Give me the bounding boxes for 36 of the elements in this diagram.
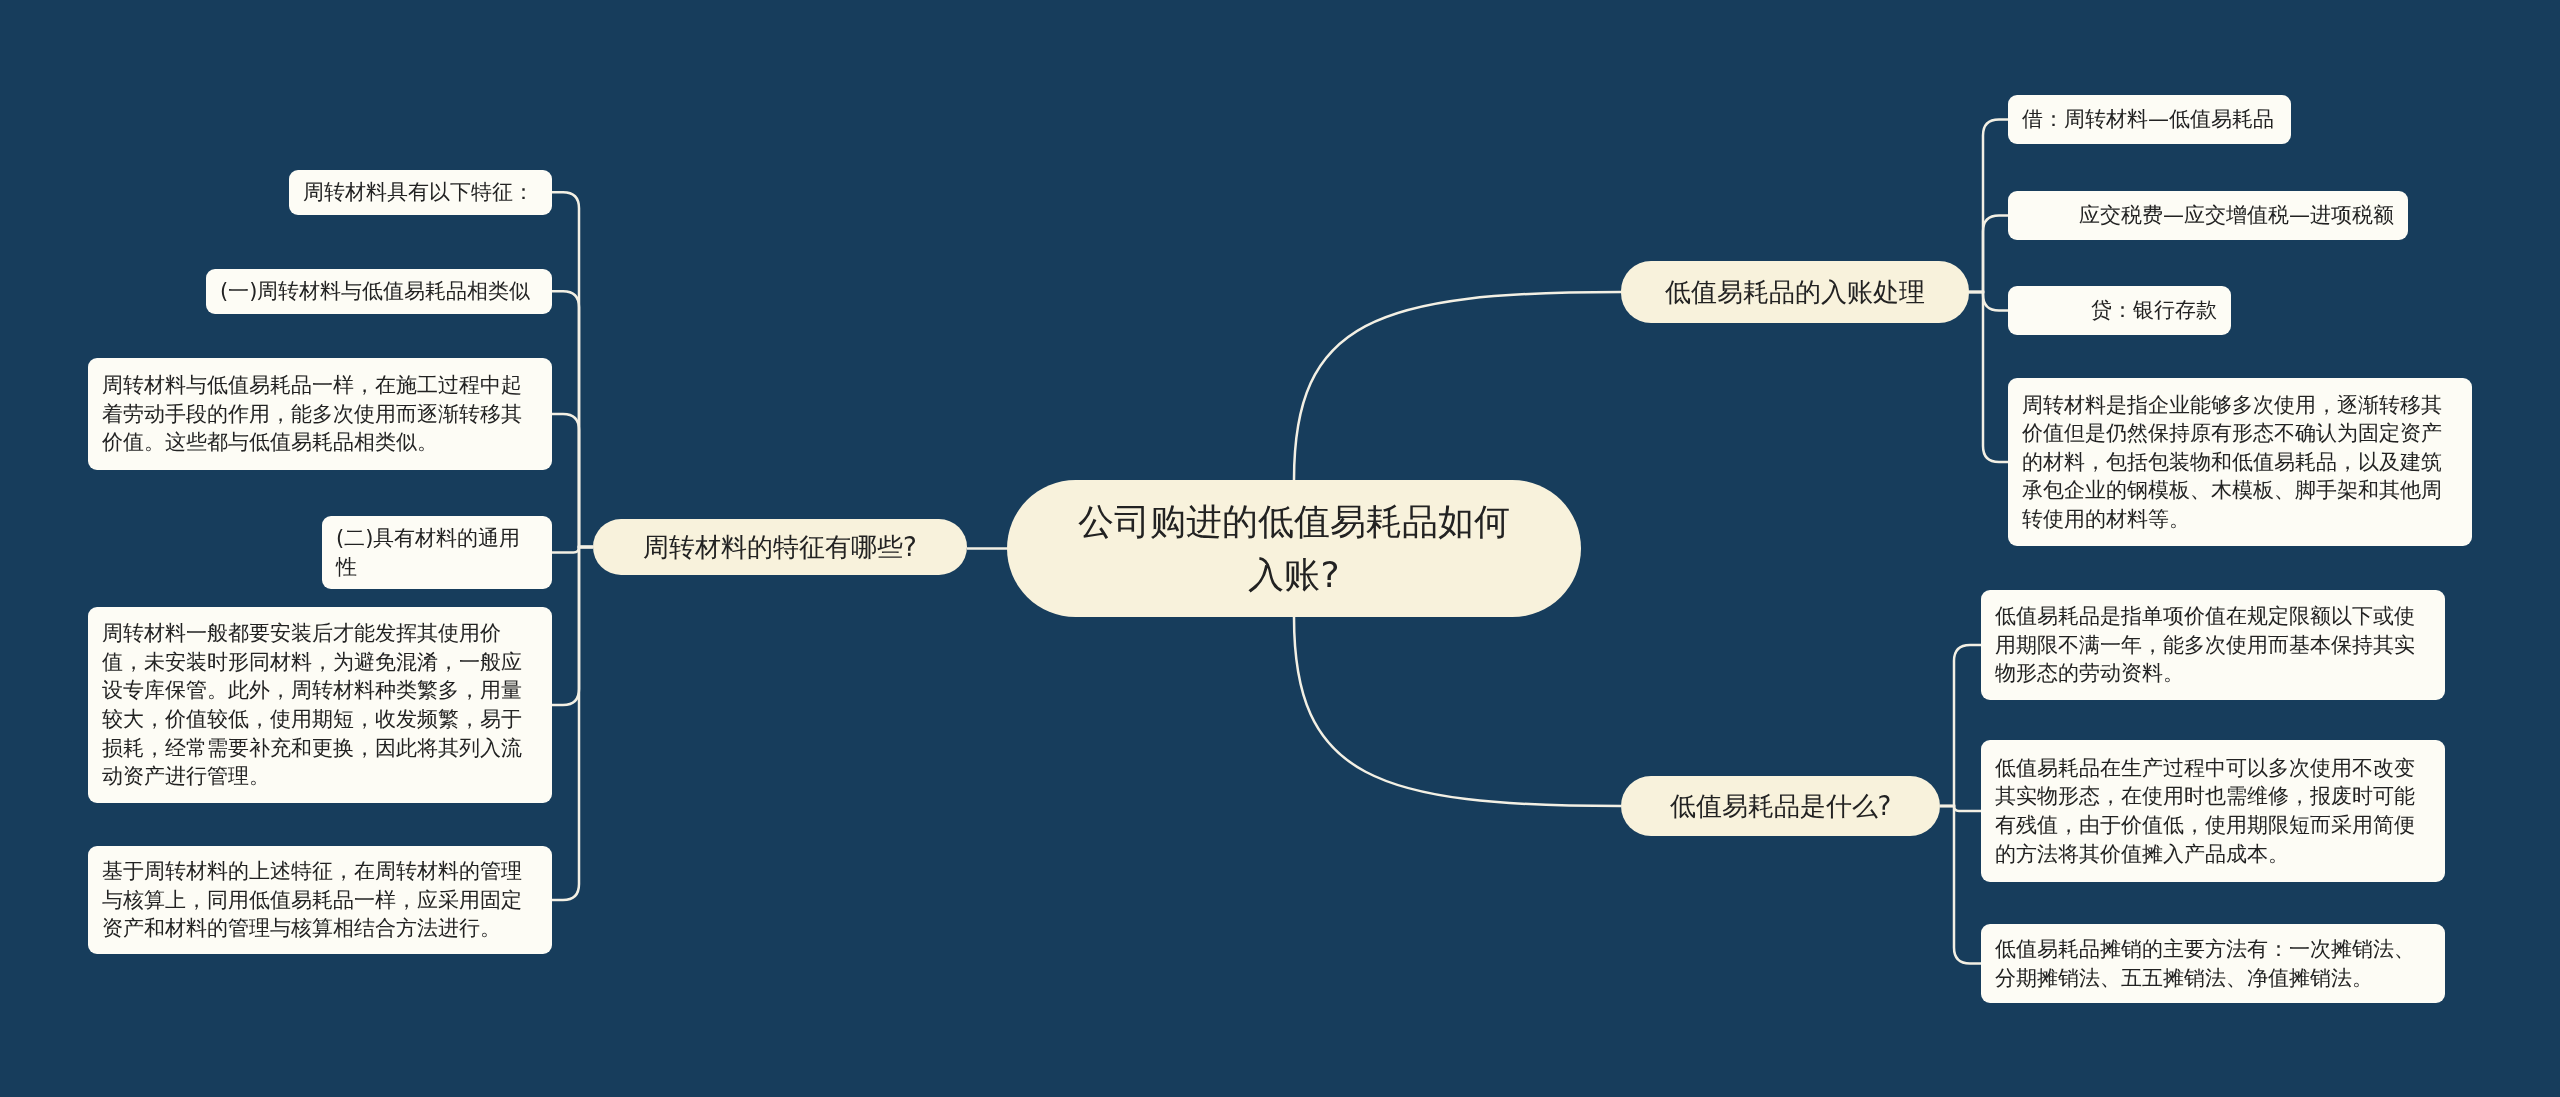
node-text: 低值易耗品在生产过程中可以多次使用不改变其实物形态，在使用时也需维修，报废时可能有残值，由于价值低，使用期限短而采用简便的方法将其价值摊入产品成本。 [1995,754,2416,868]
node-text: 低值易耗品摊销的主要方法有：一次摊销法、分期摊销法、五五摊销法、净值摊销法。 [1995,935,2416,992]
node-text: 周转材料的特征有哪些? [642,530,918,564]
node-text: 低值易耗品是指单项价值在规定限额以下或使用期限不满一年，能多次使用而基本保持其实物形态的劳动资料。 [1995,603,2416,688]
node-text: 基于周转材料的上述特征，在周转材料的管理与核算上，同用低值易耗品一样，应采用固定资产和材料的管理与核算相结合方法进行。 [102,858,523,943]
node-text: 应交税费—应交增值税—进项税额 [2078,202,2394,230]
node-text: 公司购进的低值易耗品如何入账? [1077,500,1511,597]
node-text: 借：周转材料—低值易耗品 [2022,106,2275,134]
connector-line [967,547,1007,550]
leaf-node [1981,924,2445,1003]
leaf-node [322,516,552,590]
leaf-node [2008,191,2408,240]
leaf-node [88,607,552,803]
node-text: 周转材料是指企业能够多次使用，逐渐转移其价值但是仍然保持原有形态不确认为固定资产的材料，包括包装物和低值易耗品，以及建筑承包企业的钢模板、木模板、脚手架和其他周转使用的材料等。 [2022,391,2443,533]
leaf-node [88,846,552,954]
leaf-node [1981,740,2445,882]
node-text: 贷：银行存款 [2090,297,2217,325]
connector-line [1292,290,1621,481]
topic-node [593,519,967,575]
node-text: (一)周转材料与低值易耗品相类似 [220,278,532,305]
node-text: 周转材料一般都要安装后才能发挥其使用价值，未安装时形同材料，为避免混淆，一般应设专库保管。此外，周转材料种类繁多，用量较大，价值较低，使用期短，收发频繁，易于损耗，经常需要补充和更换，因此将其列入流动资产进行管理。 [102,620,523,791]
leaf-node [206,269,552,314]
topic-node [1621,776,1940,836]
leaf-node [2008,378,2472,546]
leaf-node [2008,286,2231,335]
node-text: 周转材料与低值易耗品一样，在施工过程中起着劳动手段的作用，能多次使用而逐渐转移其价值。这些都与低值易耗品相类似。 [102,372,523,457]
node-text: 低值易耗品是什么? [1668,789,1893,823]
connector-line [1292,616,1621,808]
node-text: 低值易耗品的入账处理 [1664,275,1926,309]
topic-node [1621,261,1969,323]
leaf-node [2008,95,2291,144]
leaf-node [88,358,552,470]
leaf-node [289,170,552,215]
node-text: (二)具有材料的通用性 [336,525,522,581]
leaf-node [1981,590,2445,700]
node-text: 周转材料具有以下特征： [303,179,535,206]
